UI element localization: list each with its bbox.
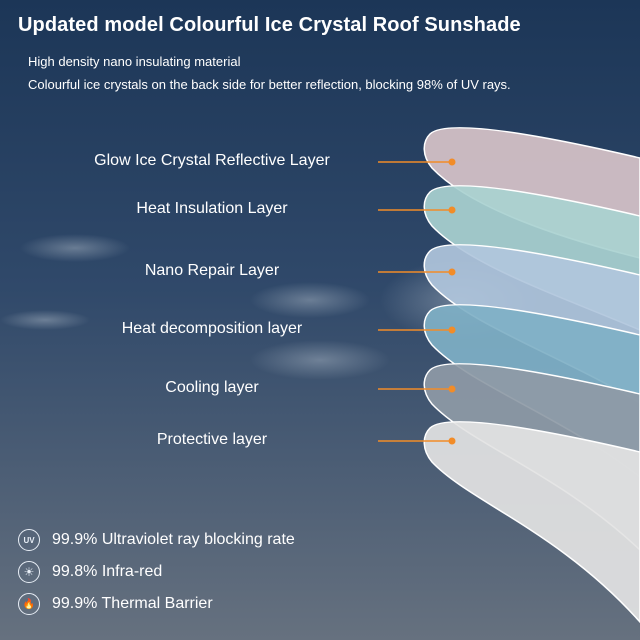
layer-label-protective: Protective layer: [156, 431, 268, 448]
stat-infrared: ☀ 99.8% Infra-red: [18, 561, 162, 583]
cloud: [250, 340, 390, 380]
pointer-dot: [448, 326, 456, 334]
page-title: Updated model Colourful Ice Crystal Roof…: [18, 14, 521, 36]
stat-text: 99.8% Infra-red: [52, 563, 163, 580]
cloud: [20, 234, 130, 262]
cloud: [0, 310, 90, 330]
pointer-dot: [448, 206, 456, 214]
uv-icon: UV: [18, 529, 40, 551]
cloud: [250, 282, 370, 318]
pointer-dot: [448, 437, 456, 445]
pointer-dot: [448, 268, 456, 276]
stat-thermal-barrier: 🔥 99.9% Thermal Barrier: [18, 593, 213, 615]
layer-label-heat-decomposition: Heat decomposition layer: [121, 320, 303, 337]
stat-uv-blocking: UV 99.9% Ultraviolet ray blocking rate: [18, 529, 295, 551]
flame-icon: 🔥: [18, 593, 40, 615]
pointer-dot: [448, 158, 456, 166]
layer-label-cooling: Cooling layer: [165, 379, 259, 396]
subtitle-reflection: Colourful ice crystals on the back side …: [28, 77, 511, 92]
layer-sheet-protective: [423, 421, 640, 624]
stat-text: 99.9% Thermal Barrier: [52, 595, 213, 612]
subtitle-material: High density nano insulating material: [28, 54, 241, 69]
stat-text: 99.9% Ultraviolet ray blocking rate: [52, 531, 295, 548]
infrared-sun-icon: ☀: [18, 561, 40, 583]
pointer-dot: [448, 385, 456, 393]
layer-label-nano-repair: Nano Repair Layer: [144, 262, 280, 279]
layer-label-heat-insulation: Heat Insulation Layer: [136, 200, 288, 217]
layer-label-reflective: Glow Ice Crystal Reflective Layer: [94, 152, 330, 169]
